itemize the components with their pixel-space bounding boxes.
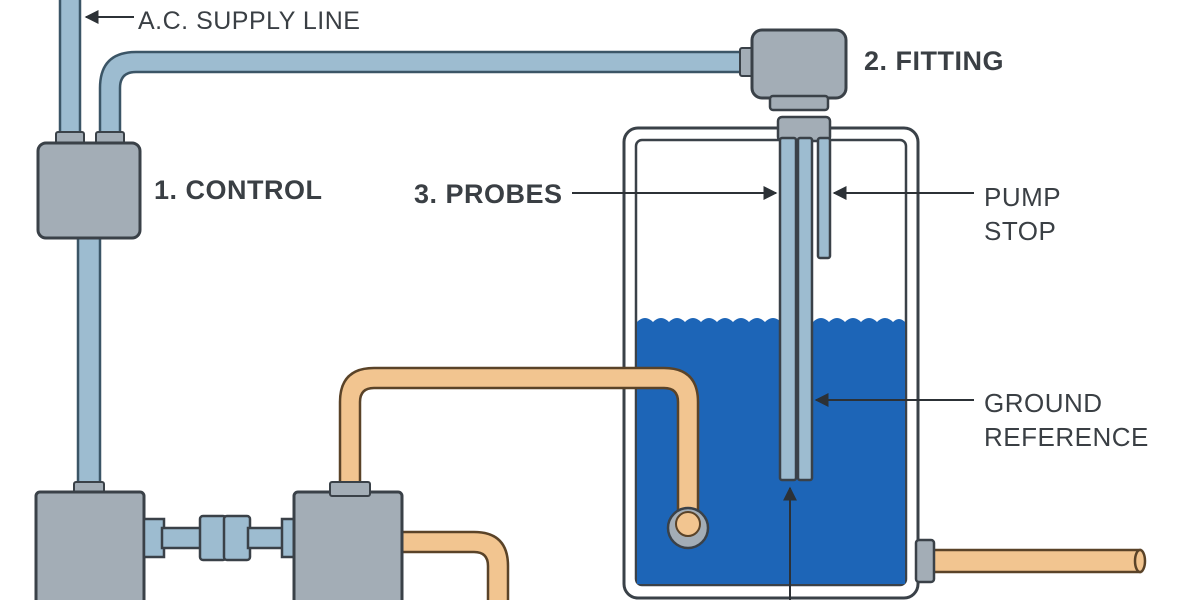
- motor-housing: [34, 490, 146, 600]
- outlet-flange: [914, 538, 936, 584]
- fitting-housing: [750, 28, 848, 112]
- pump-stop-label-line2: STOP: [984, 216, 1056, 246]
- ground-reference-label-line2: REFERENCE: [984, 422, 1149, 452]
- probes-label: 3. PROBES: [414, 179, 563, 209]
- feed-pipe: [338, 366, 1147, 600]
- ground-reference-label-line1: GROUND: [984, 388, 1103, 418]
- leader-lines: [84, 10, 974, 600]
- inlet-opening: [666, 506, 710, 550]
- probe-assembly: [776, 115, 832, 482]
- control-label: 1. CONTROL: [154, 175, 323, 205]
- control-box: [36, 141, 142, 240]
- fitting-label: 2. FITTING: [864, 46, 1004, 76]
- shaft-coupling: [142, 514, 298, 562]
- supply-line-label: A.C. SUPPLY LINE: [138, 7, 360, 35]
- pump-stop-label-line1: PUMP: [984, 182, 1061, 212]
- pump-housing: [292, 481, 404, 600]
